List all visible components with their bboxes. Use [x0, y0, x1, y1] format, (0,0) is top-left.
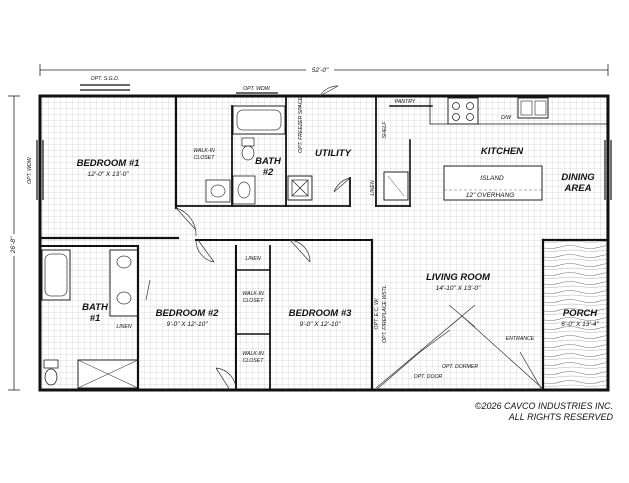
bath1-dims: #1	[90, 313, 101, 324]
utility-name: UTILITY	[315, 148, 353, 159]
floor-grid	[40, 96, 608, 390]
island-overhang: 12" OVERHANG	[466, 192, 515, 199]
bath1-toilet	[43, 359, 59, 386]
opt-dormer-lines	[375, 304, 543, 389]
opt-freezer-label: OPT. FREEZER SPACE	[298, 97, 304, 153]
bedroom3-dims: 9'-0" X 12'-10"	[299, 321, 341, 328]
bedroom1-dims: 12'-0" X 13'-0"	[87, 171, 129, 178]
door-swings	[145, 85, 543, 391]
opt-fireplace-label: OPT. FIREPLACE WSTL	[382, 285, 388, 343]
opt-ec-label: OPT. E.C. W/	[374, 298, 380, 329]
living-dims: 14'-10" X 13'-0"	[436, 285, 481, 292]
copyright-notice: ©2026 CAVCO INDUSTRIES INC. ALL RIGHTS R…	[475, 401, 613, 423]
kitchen-sink	[517, 97, 549, 119]
kitchen-name: KITCHEN	[481, 146, 524, 157]
bath2-dims: #2	[263, 167, 274, 178]
opt-door-label: OPT. DOOR	[414, 374, 443, 380]
overall-depth-dimension: 26'-8"	[6, 95, 22, 391]
walkin1-dims: CLOSET	[194, 155, 216, 161]
dining-name: DINING	[561, 172, 595, 183]
kitchen-island	[443, 165, 543, 201]
bath1-vanity	[109, 249, 139, 317]
linen-bath1-label: LINEN	[116, 324, 132, 330]
porch-dims: 6'-0" X 13'-4"	[561, 321, 599, 328]
bedroom1-name: BEDROOM #1	[77, 158, 140, 169]
walls	[38, 94, 610, 392]
copyright-line-1: ©2026 CAVCO INDUSTRIES INC.	[474, 401, 613, 411]
entrance-label: ENTRANCE	[506, 336, 535, 342]
living-name: LIVING ROOM	[426, 272, 491, 283]
porch-decking	[543, 240, 608, 390]
walkin3-name: WALK-IN	[242, 351, 264, 357]
overall-width-label: 52'-0"	[312, 67, 329, 74]
utility-washer-dryer	[287, 171, 409, 201]
bath2-tub	[232, 105, 286, 135]
room-labels: OPT. S.G.D. OPT. WDW. OPT. WDW. OPT. FRE…	[27, 76, 599, 380]
copyright-line-2: ALL RIGHTS RESERVED	[508, 412, 613, 422]
porch-name: PORCH	[563, 308, 598, 319]
bath1-tub	[41, 249, 71, 301]
bedroom3-name: BEDROOM #3	[289, 308, 353, 319]
dw-label: D/W	[501, 115, 512, 121]
kitchen-range	[447, 97, 479, 125]
pantry-label: PANTRY	[395, 99, 416, 105]
dining-dims: AREA	[564, 183, 592, 194]
walkin1-name: WALK-IN	[193, 148, 215, 154]
opt-sgd-label: OPT. S.G.D.	[91, 76, 120, 82]
walkin2-name: WALK-IN	[242, 291, 264, 297]
walkin3-dims: CLOSET	[243, 358, 265, 364]
linen-utility-label: LINEN	[370, 180, 376, 196]
overall-depth-label: 26'-8"	[10, 236, 17, 254]
window-marks	[36, 84, 612, 200]
bedroom2-dims: 9'-0" X 12'-10"	[166, 321, 208, 328]
opt-dormer-label: OPT. DORMER	[442, 364, 478, 370]
bath2-name: BATH	[255, 156, 282, 167]
opt-wdw-left-label: OPT. WDW.	[27, 156, 33, 184]
bedroom2-name: BEDROOM #2	[156, 308, 220, 319]
bath1-name: BATH	[82, 302, 109, 313]
island-name: ISLAND	[480, 175, 504, 182]
overall-width-dimension: 52'-0"	[39, 64, 609, 76]
shelf-label: SHELF	[382, 121, 388, 139]
linen-hall-label: LINEN	[245, 256, 261, 262]
walkin2-dims: CLOSET	[243, 298, 265, 304]
opt-wdw-top-label: OPT. WDW.	[243, 86, 271, 92]
bath2-fixtures	[205, 137, 256, 205]
